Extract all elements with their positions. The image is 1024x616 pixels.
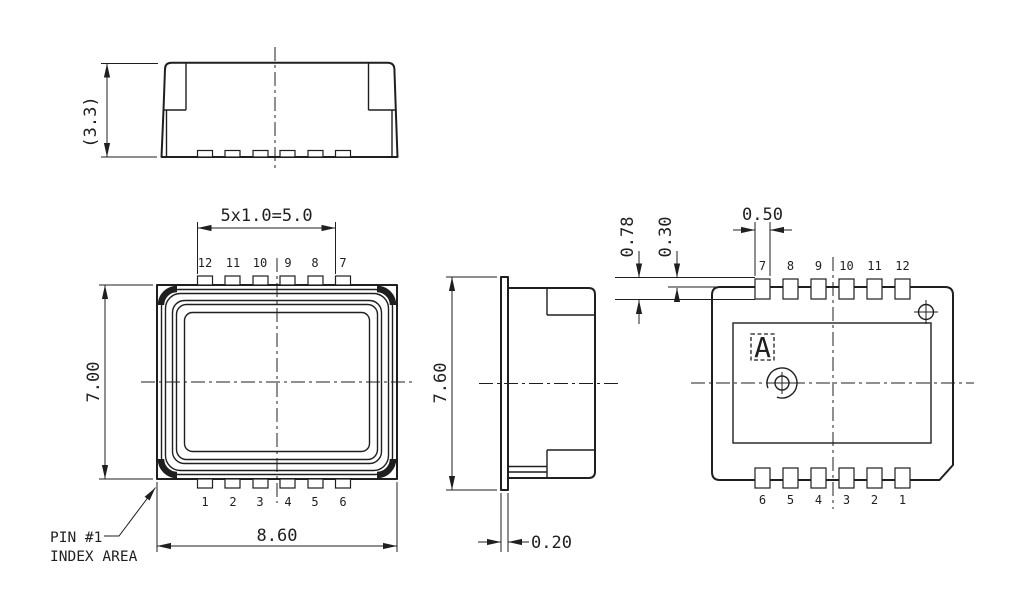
side-pad-seam-lines [508, 465, 547, 473]
pin-label: 5 [787, 493, 794, 507]
pin-label: 4 [284, 495, 291, 509]
bottom-body-outline [711, 286, 954, 481]
plan-height-dim-text: 7.00 [84, 362, 104, 403]
side-body-outline [507, 287, 596, 479]
pin-label: 2 [229, 495, 236, 509]
front-bottom-pads [196, 149, 352, 158]
side-lead-dim-text: 0.20 [531, 533, 572, 553]
registration-crosshair-icon [914, 300, 938, 324]
plan-pin-numbers-bottom: 1 2 3 4 5 6 [201, 495, 346, 509]
pin-label: 1 [201, 495, 208, 509]
pin1-index-note-line1: PIN #1 [50, 530, 102, 546]
bottom-pin-numbers-bottom: 6 5 4 3 2 1 [759, 493, 906, 507]
bottom-top-pads [754, 278, 911, 300]
pin-label: 9 [284, 256, 291, 270]
pin-label: 8 [787, 259, 794, 273]
front-body-outline [160, 61, 399, 158]
pin-label: 5 [311, 495, 318, 509]
pin-label: 4 [815, 493, 822, 507]
plan-width-dim-text: 8.60 [257, 526, 298, 546]
plan-width-extension-lines [156, 482, 398, 552]
pin-label: 9 [815, 259, 822, 273]
pin-label: 10 [839, 259, 853, 273]
plan-view: 12 11 10 9 8 7 1 2 3 4 5 6 5x1.0=5.0 7.0… [50, 206, 413, 565]
pin-label: 3 [256, 495, 263, 509]
pad-length-dim-text: 0.78 [618, 217, 638, 258]
pad-width-dim-text: 0.50 [742, 205, 783, 225]
pad-overhang-dim-text: 0.30 [656, 217, 676, 258]
front-lid-steps [163, 62, 396, 157]
bottom-cavity-outline [732, 322, 932, 444]
pin-label: 12 [895, 259, 909, 273]
front-height-extension-lines [101, 63, 158, 158]
pin-label: 2 [871, 493, 878, 507]
plan-corner-weld-marks [157, 285, 397, 479]
plan-pitch-dim-text: 5x1.0=5.0 [220, 206, 312, 226]
pin-label: 8 [311, 256, 318, 270]
pin-label: 11 [226, 256, 240, 270]
plan-pin-numbers-top: 12 11 10 9 8 7 [198, 256, 347, 270]
bottom-bottom-pads [754, 467, 911, 489]
front-view: (3.3) [81, 47, 399, 171]
front-height-dim-text: (3.3) [81, 96, 101, 147]
target-symbol-icon [766, 367, 798, 399]
plan-top-pads [196, 275, 352, 286]
pin-label: 12 [198, 256, 212, 270]
side-view: 7.60 0.20 [431, 276, 618, 553]
bottom-pad-extension-lines [615, 277, 755, 300]
pin-label: 3 [843, 493, 850, 507]
pin1-index-note-line2: INDEX AREA [50, 549, 138, 565]
pin-label: 7 [759, 259, 766, 273]
plan-bottom-pads [196, 478, 352, 489]
bottom-view: 7 8 9 10 11 12 6 5 4 3 2 1 A [615, 205, 974, 509]
orientation-marking-text: A [754, 331, 771, 364]
pin-label: 6 [759, 493, 766, 507]
pin1-index-leader-line [104, 487, 156, 537]
pin-label: 10 [253, 256, 267, 270]
pin-label: 11 [867, 259, 881, 273]
pin-label: 1 [899, 493, 906, 507]
pin-label: 7 [339, 256, 346, 270]
pin-label: 6 [339, 495, 346, 509]
side-height-dim-text: 7.60 [431, 363, 451, 404]
side-lid-steps [546, 288, 595, 478]
marking-box [750, 333, 775, 361]
bottom-pin-numbers-top: 7 8 9 10 11 12 [759, 259, 910, 273]
